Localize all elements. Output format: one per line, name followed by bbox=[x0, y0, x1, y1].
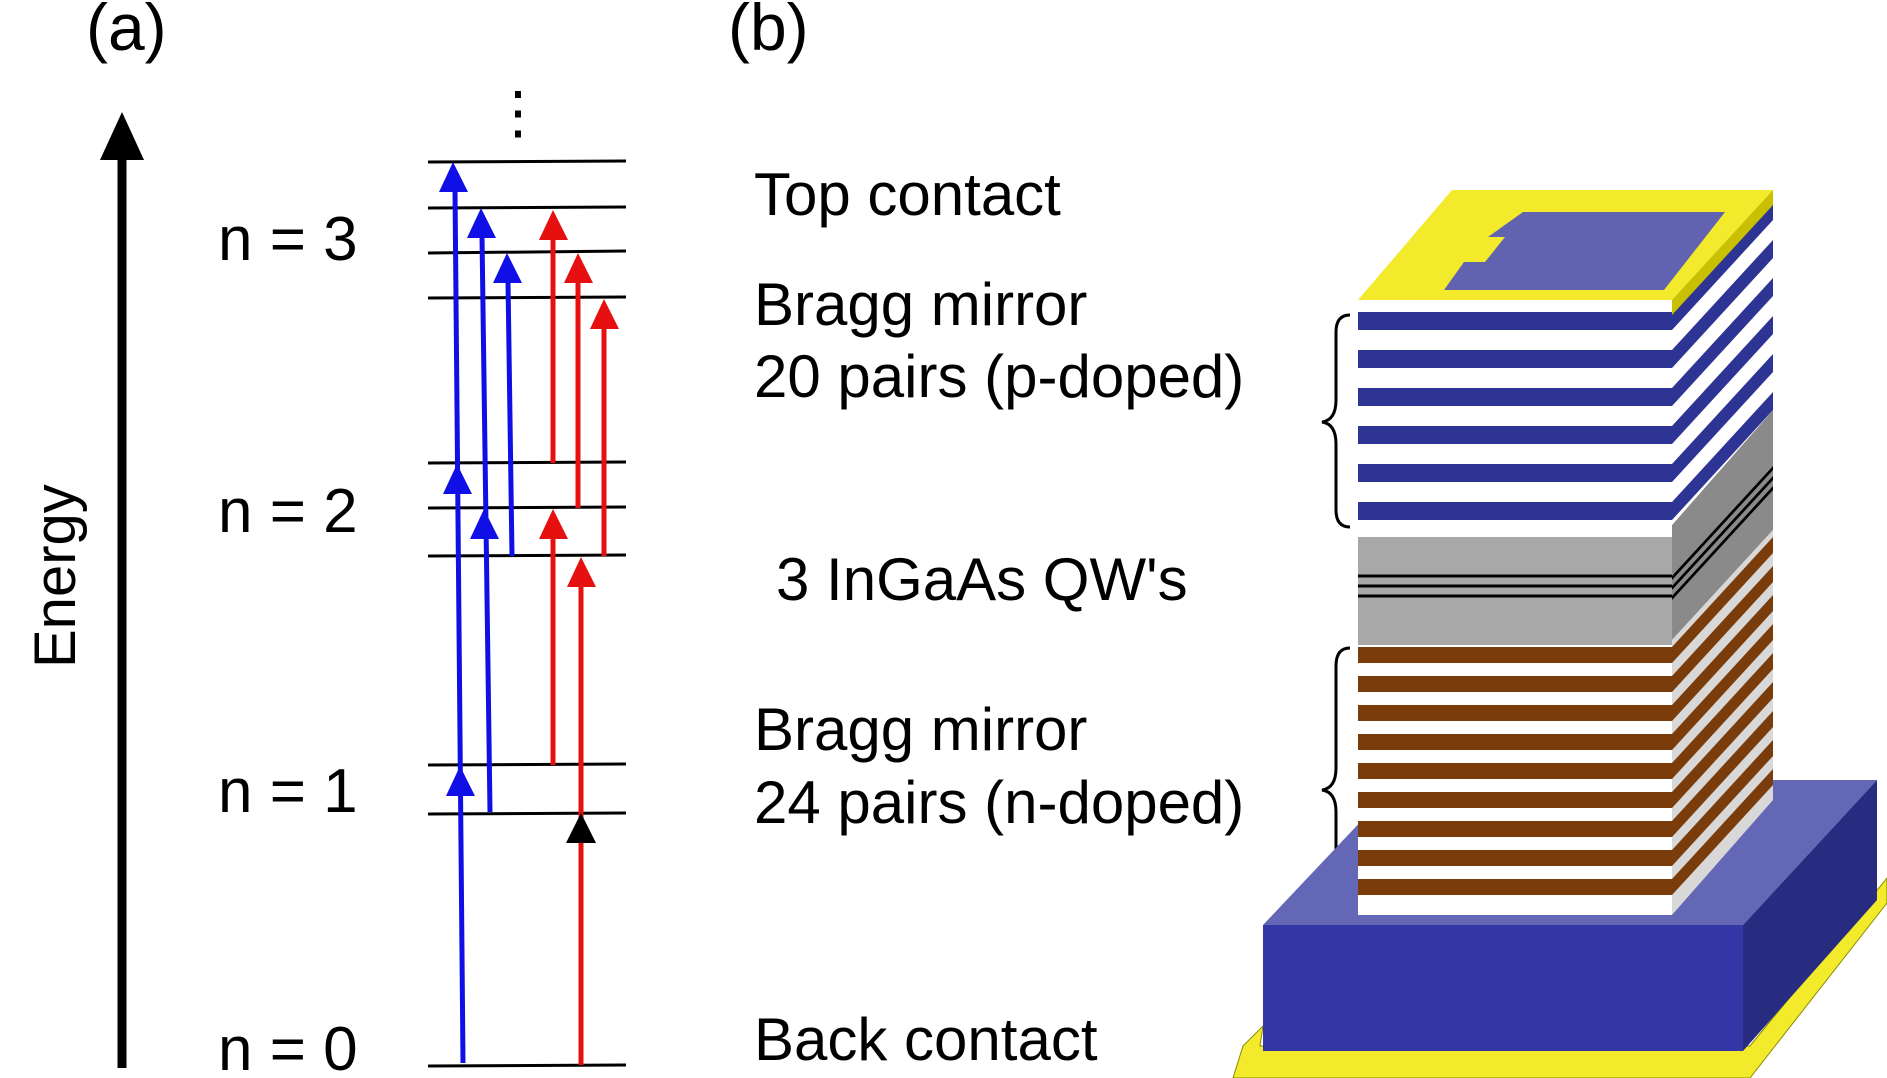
panel-a-label: (a) bbox=[86, 0, 167, 64]
mirror-stripe bbox=[1358, 734, 1672, 750]
energy-levels bbox=[427, 159, 627, 1068]
mirror-stripe bbox=[1358, 850, 1672, 866]
mirror-stripe bbox=[1358, 792, 1672, 808]
level-line bbox=[427, 811, 627, 816]
mirror-stripe-side bbox=[1672, 316, 1773, 444]
panel-b: (b) Top contact Bragg mirror 20 pairs (p… bbox=[728, 0, 1887, 1078]
mirror-stripe-side bbox=[1672, 682, 1773, 808]
mirror-stripe-side bbox=[1672, 653, 1773, 779]
arrowhead bbox=[446, 766, 475, 796]
mirror-stripe-side bbox=[1672, 354, 1773, 482]
top-mirror-brace bbox=[1321, 313, 1351, 529]
mirror-stripe bbox=[1358, 647, 1672, 663]
mirror-stripe bbox=[1358, 705, 1672, 721]
arrowhead bbox=[539, 210, 568, 240]
mirror-stripe-side bbox=[1672, 566, 1773, 692]
qw-label: 3 InGaAs QW's bbox=[776, 546, 1188, 613]
mirror-stripe-side bbox=[1672, 240, 1773, 368]
mirror-stripe bbox=[1358, 350, 1672, 368]
black-arrowhead bbox=[566, 813, 596, 843]
level-label-n3: n = 3 bbox=[218, 205, 358, 274]
mirror-stripe bbox=[1358, 763, 1672, 779]
top-mirror-title: Bragg mirror bbox=[754, 271, 1087, 338]
vcsel-device bbox=[1232, 190, 1887, 1078]
top-mirror-detail: 20 pairs (p-doped) bbox=[754, 343, 1244, 410]
qw-region bbox=[1358, 466, 1773, 645]
mirror-stripe-side bbox=[1672, 769, 1773, 895]
arrowhead bbox=[590, 299, 619, 329]
mirror-stripe bbox=[1358, 426, 1672, 444]
mirror-stripe-side bbox=[1672, 392, 1773, 520]
mirror-stripe-side bbox=[1672, 624, 1773, 750]
mirror-stripe bbox=[1358, 464, 1672, 482]
n-mirror-stripes bbox=[1358, 537, 1773, 895]
level-line bbox=[427, 1063, 627, 1068]
mirror-stripe-side bbox=[1672, 278, 1773, 406]
level-line bbox=[427, 295, 627, 300]
mirror-stripe-side bbox=[1672, 595, 1773, 721]
arrowhead bbox=[567, 557, 596, 587]
mirror-stripe-side bbox=[1672, 711, 1773, 837]
mirror-stripe bbox=[1358, 821, 1672, 837]
level-line bbox=[427, 205, 627, 210]
bottom-mirror-detail: 24 pairs (n-doped) bbox=[754, 769, 1244, 836]
bottom-mirror-title: Bragg mirror bbox=[754, 696, 1087, 763]
level-label-n2: n = 2 bbox=[218, 477, 358, 546]
panel-a: (a) Energy ⋮ n = 3 n = 2 n = 1 n = 0 bbox=[23, 0, 627, 1078]
arrowhead bbox=[470, 509, 499, 539]
mirror-stripe bbox=[1358, 502, 1672, 520]
arrowhead bbox=[439, 162, 468, 192]
back-contact-layer bbox=[1232, 877, 1887, 1078]
arrowhead bbox=[564, 253, 593, 283]
level-line bbox=[427, 159, 627, 164]
level-line bbox=[427, 762, 627, 767]
arrowhead bbox=[443, 464, 472, 494]
energy-axis: Energy bbox=[23, 112, 144, 1068]
mirror-stripe bbox=[1358, 312, 1672, 330]
blue-transition-arrow bbox=[452, 189, 466, 1064]
blue-transition-arrow bbox=[505, 280, 515, 557]
level-label-n0: n = 0 bbox=[218, 1015, 358, 1078]
ellipsis-dots: ⋮ bbox=[489, 80, 547, 145]
level-label-n1: n = 1 bbox=[218, 757, 358, 826]
mirror-stripe-side bbox=[1672, 202, 1773, 330]
level-line bbox=[427, 460, 627, 465]
transition-arrows bbox=[439, 162, 619, 1065]
top-contact-label: Top contact bbox=[754, 161, 1061, 228]
energy-axis-label: Energy bbox=[23, 484, 88, 668]
mirror-stripe-side bbox=[1672, 537, 1773, 663]
panel-b-label: (b) bbox=[728, 0, 809, 64]
mirror-stripe-side bbox=[1672, 740, 1773, 866]
arrowhead bbox=[539, 509, 568, 539]
arrowhead bbox=[493, 253, 522, 283]
arrowhead bbox=[467, 208, 496, 238]
level-line bbox=[427, 553, 627, 558]
back-contact-label: Back contact bbox=[754, 1006, 1098, 1073]
top-contact-pad bbox=[1444, 212, 1725, 290]
level-line bbox=[427, 249, 627, 255]
level-line bbox=[427, 505, 627, 510]
mirror-stripe bbox=[1358, 388, 1672, 406]
mirror-stripe bbox=[1358, 879, 1672, 895]
energy-axis-arrowhead bbox=[100, 112, 144, 160]
mirror-stripe bbox=[1358, 676, 1672, 692]
top-contact-layer bbox=[1358, 190, 1773, 315]
p-mirror-stripes bbox=[1358, 202, 1773, 520]
